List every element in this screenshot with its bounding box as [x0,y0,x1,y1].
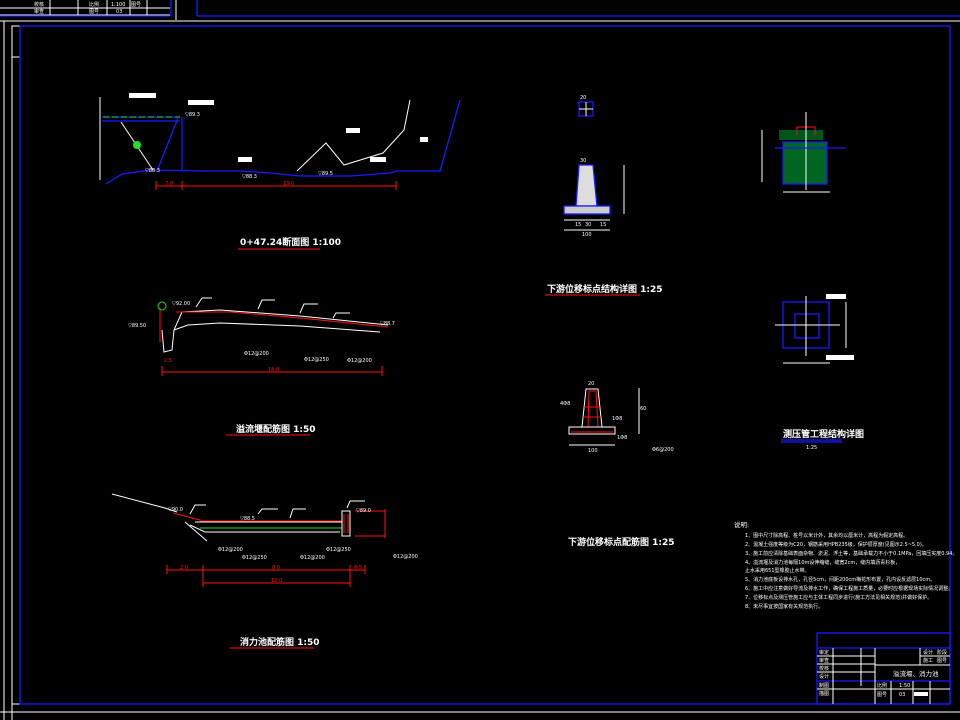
elev-label: ▽90.0 [168,507,183,513]
elev-label: ▽89.0 [356,508,371,514]
title-block: 审定 审查 校核 设计 制图 描图 设计 阶段 施工 图号 溢流堰、消力池 比例… [816,632,951,705]
note-item: 7、位移标点及测压管施工应与主体工程同步进行(施工方法见相关规范)并做好保护。 [745,594,932,601]
elev-label: ▽88.7 [380,321,395,327]
elev-label: ▽89.50 [128,323,146,329]
tb-cell: 图号 [877,692,887,698]
view-title: 下游位移标点配筋图 1:25 [568,536,675,548]
dim-label: 13.0 [283,181,294,187]
dim-label: 2.5 [164,358,172,364]
note-item: 1、图中尺寸除高程、桩号以米计外，其余均以厘米计，高程为假定高程。 [745,532,908,539]
marker-rebar-view: 4Φ8 1Φ8 1Φ8 Φ6@200 20 100 60 下游位移标点配筋图 1… [560,381,675,548]
note-item: 8、未尽事宜按国家有关规范执行。 [745,603,823,610]
tb-cell: 校核 [34,1,44,8]
rebar-label: Φ12@200 [347,358,372,364]
dim-label: 7.0 [165,181,173,187]
tb-cell: 审查 [34,8,44,15]
rebar-label: Φ12@250 [242,555,267,561]
rebar-label: 1Φ8 [612,416,622,422]
view-title: 0+47.24断面图 1:100 [240,236,341,248]
dim-label: 20 [580,95,586,101]
elev-label: ▽88.3 [242,174,257,180]
dim-label: 20 [588,381,594,387]
elev-label: ▽92.00 [172,301,190,307]
dim-label: 2.0 [180,565,188,571]
rebar-label: Φ12@250 [304,357,329,363]
tb-cell: 比例 [89,1,99,8]
tb-cell: 施工 [923,657,933,664]
tb-cell: 1:100 [111,2,125,8]
tb-role: 审查 [819,657,829,664]
tb-role: 设计 [819,673,829,680]
dim-label: 12.0 [271,578,282,584]
tb-drawing-title: 溢流堰、消力池 [893,669,939,678]
rebar-label: Φ6@200 [652,447,674,453]
note-item: 3、施工前应清除基础表面杂物、淤泥、浮土等，基础承载力不小于0.1MPa，回填压… [745,550,957,557]
notes-heading: 说明: [734,520,749,529]
note-item: 4、溢流堰及消力池每隔10m设伸缩缝，缝宽2cm，缝内填沥青杉板， [745,559,900,566]
view-scale: 1:25 [806,445,817,451]
view-title: 消力池配筋图 1:50 [240,636,320,648]
dim-label: 8.0 [272,565,280,571]
tb-cell: 03 [116,9,122,15]
tb-cell: 图号 [131,2,141,8]
rebar-label: Φ12@200 [244,351,269,357]
notes: 说明: 1、图中尺寸除高程、桩号以米计外，其余均以厘米计，高程为假定高程。 2、… [734,520,957,610]
view-title: 下游位移标点结构详图 1:25 [547,283,663,295]
view-title: 溢流堰配筋图 1:50 [236,423,316,435]
marker-detail-view: 15 30 15 100 30 20 下游位移标点结构详图 1:25 [545,95,663,296]
dim-label: 15 [600,222,606,228]
tb-cell: 图号 [89,9,99,15]
dim-label: 100 [588,448,598,454]
tb-role: 描图 [819,690,829,697]
tb-role: 审定 [819,649,829,656]
rebar-label: Φ12@200 [393,554,418,560]
tb-cell: 阶段 [937,649,947,656]
note-item: 止水采用651型橡胶止水带。 [745,567,810,574]
dim-label: 15 [575,222,581,228]
dim-label: 18.0 [268,367,279,373]
tb-cell: 设计 [923,649,933,656]
rebar-label: Φ12@250 [326,547,351,553]
rebar-label: 1Φ8 [617,435,627,441]
weir-view: ▽92.00 ▽89.50 ▽88.7 Φ12@200 Φ12@250 Φ12@… [128,297,395,436]
rebar-label: 4Φ8 [560,401,570,407]
elev-label: ▽88.3 [145,168,160,174]
tb-role: 校核 [819,665,829,672]
dim-label: 100 [582,232,592,238]
tb-cell: 03 [899,692,905,698]
dim-label: 60 [640,406,646,412]
tb-role: 制图 [819,682,829,689]
section-view: 7.0 13.0 ▽88.3 ▽89.3 ▽88.3 ▽89.5 0+47.24… [99,93,461,250]
elev-label: ▽88.5 [240,516,255,522]
sheet-frame [0,20,960,720]
rebar-label: Φ12@200 [300,555,325,561]
view-title: 测压管工程结构详图 [783,428,864,440]
note-item: 2、混凝土强度等级为C20，钢筋采用HPB235级，保护层厚度(见图示2.5~5… [745,541,927,548]
elev-label: ▽89.3 [185,112,200,118]
note-item: 6、施工中应注意做好导流及排水工作，确保工程施工质量，必要时应根据现场实际情况调… [745,585,953,592]
dim-label: 0.5 [354,565,362,571]
tb-cell: 图号 [937,658,947,664]
dim-label: 30 [585,222,591,228]
tb-cell: 1:50 [899,683,910,689]
rebar-label: Φ12@200 [218,547,243,553]
top-title-block: 校核 比例 1:100 图号 审查 图号 03 [0,0,960,20]
elev-label: ▽89.5 [318,171,333,177]
tb-cell: 比例 [877,682,887,689]
note-item: 5、消力池底板设排水孔，孔径5cm，间距200cm梅花形布置，孔内设反滤层10c… [745,576,935,583]
dim-label: 30 [580,158,586,164]
basin-view: 2.0 8.0 0.5 12.0 ▽90.0 ▽88.5 ▽89.0 Φ12@2… [111,493,418,649]
piezometer-view: 测压管工程结构详图 1:25 [761,112,864,451]
